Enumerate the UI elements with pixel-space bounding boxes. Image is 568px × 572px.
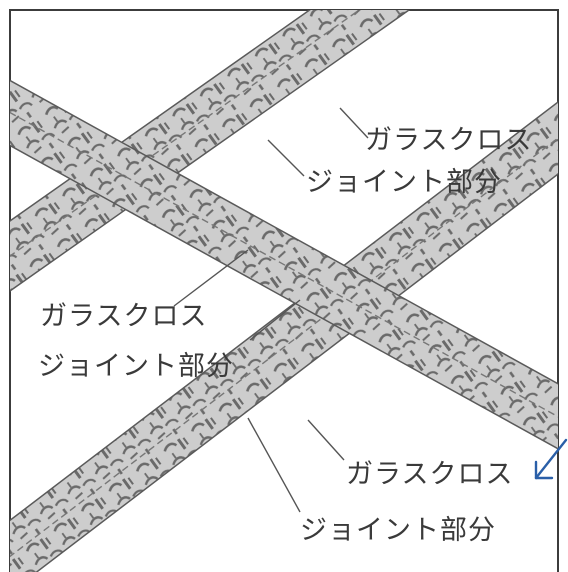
leader-line	[249, 299, 301, 341]
glass-cloth-label: ガラスクロス	[365, 125, 533, 156]
leader-line	[339, 107, 369, 139]
glass-cloth-tape-lower	[10, 101, 558, 572]
glass-cloth-tape-diagonal	[10, 79, 558, 450]
glass-cloth-tape-upper	[10, 10, 411, 292]
leader-line	[267, 139, 305, 177]
joint-section-label: ジョイント部分	[300, 515, 496, 546]
leader-line	[247, 417, 301, 513]
leader-line	[307, 419, 345, 461]
joint-section-label: ジョイント部分	[38, 351, 234, 382]
arrow-icon	[534, 438, 568, 480]
glass-cloth-label: ガラスクロス	[40, 301, 208, 332]
glass-cloth-label: ガラスクロス	[346, 459, 514, 490]
joint-section-label: ジョイント部分	[306, 167, 502, 198]
leader-line	[173, 249, 249, 307]
